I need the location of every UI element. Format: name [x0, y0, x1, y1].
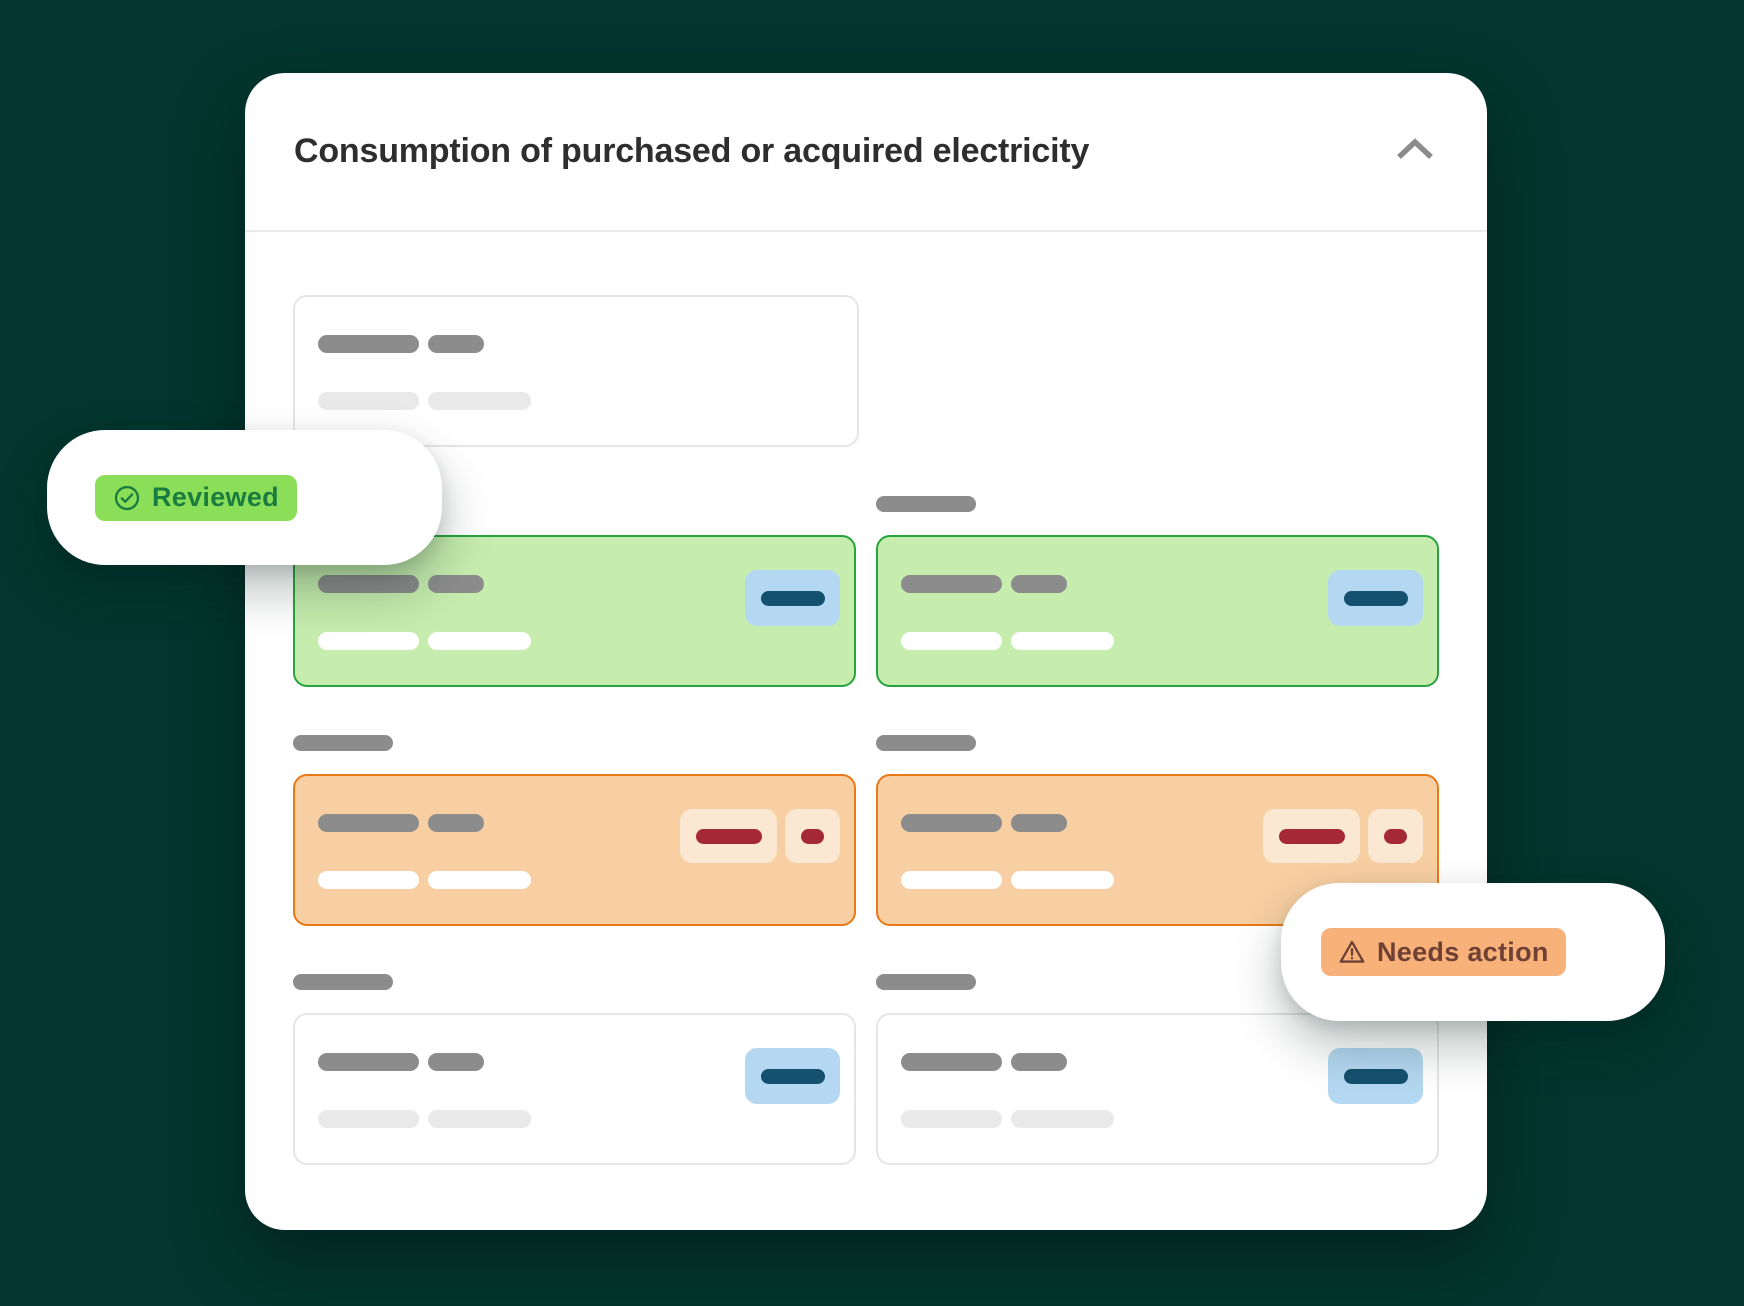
skeleton-value-row — [901, 871, 1421, 889]
reviewed-field-card[interactable] — [293, 535, 856, 687]
panel-header: Consumption of purchased or acquired ele… — [245, 73, 1487, 232]
skeleton-bar — [1011, 1053, 1067, 1071]
skeleton-title-row — [318, 1053, 838, 1071]
grid-cell-reviewed — [293, 496, 856, 687]
panel-body — [245, 232, 1487, 1213]
field-label-skeleton — [876, 496, 976, 512]
check-circle-icon — [113, 484, 141, 512]
skeleton-value-row — [318, 632, 838, 650]
skeleton-bar — [901, 814, 1002, 832]
card-chips — [680, 809, 840, 863]
skeleton-bar — [901, 632, 1002, 650]
card-chips — [1263, 809, 1423, 863]
card-chips — [1328, 1048, 1423, 1104]
summary-field-card[interactable] — [293, 295, 859, 447]
skeleton-title-row — [901, 1053, 1421, 1071]
skeleton-bar — [318, 335, 419, 353]
card-chips — [1328, 570, 1423, 626]
skeleton-title-row — [901, 575, 1421, 593]
default-field-card[interactable] — [293, 1013, 856, 1165]
field-label-skeleton — [293, 735, 393, 751]
skeleton-bar — [901, 575, 1002, 593]
skeleton-bar — [1011, 1110, 1114, 1128]
skeleton-bar — [901, 871, 1002, 889]
needs-action-field-card[interactable] — [293, 774, 856, 926]
skeleton-bar — [318, 575, 419, 593]
skeleton-bar — [318, 1110, 419, 1128]
skeleton-bar — [428, 335, 484, 353]
skeleton-bar — [318, 1053, 419, 1071]
grid-cell-needs-action — [293, 735, 856, 926]
alert-unit-chip — [1368, 809, 1423, 863]
field-label-skeleton — [293, 974, 393, 990]
alert-value-chip — [1263, 809, 1360, 863]
needs-action-status-tooltip: Needs action — [1281, 883, 1665, 1021]
skeleton-value-row — [901, 632, 1421, 650]
field-label-skeleton — [876, 735, 976, 751]
skeleton-bar — [1011, 632, 1114, 650]
skeleton-bar — [318, 392, 419, 410]
reviewed-status-badge: Reviewed — [95, 474, 297, 521]
skeleton-bar — [318, 632, 419, 650]
skeleton-bar — [428, 575, 484, 593]
skeleton-value-row — [318, 1110, 838, 1128]
skeleton-title-row — [318, 335, 841, 353]
info-value-chip — [745, 1048, 840, 1104]
cards-grid — [293, 496, 1439, 1213]
grid-cell-reviewed — [876, 496, 1439, 687]
info-value-chip — [1328, 570, 1423, 626]
electricity-consumption-panel: Consumption of purchased or acquired ele… — [245, 73, 1487, 1230]
skeleton-bar — [428, 871, 531, 889]
skeleton-title-row — [318, 814, 838, 832]
alert-chip-bar — [1278, 828, 1345, 844]
info-chip-bar — [1343, 1068, 1408, 1084]
chevron-up-icon — [1392, 136, 1438, 167]
reviewed-badge-label: Reviewed — [152, 482, 279, 512]
alert-chip-bar — [695, 828, 762, 844]
info-value-chip — [1328, 1048, 1423, 1104]
skeleton-bar — [428, 1110, 531, 1128]
skeleton-value-row — [901, 1110, 1421, 1128]
needs-action-status-badge: Needs action — [1321, 928, 1566, 976]
alert-unit-chip — [785, 809, 840, 863]
panel-title: Consumption of purchased or acquired ele… — [294, 132, 1090, 170]
skeleton-value-row — [318, 871, 838, 889]
skeleton-bar — [901, 1053, 1002, 1071]
card-chips — [745, 1048, 840, 1104]
skeleton-bar — [1011, 575, 1067, 593]
alert-chip-bar — [1384, 828, 1407, 844]
skeleton-value-row — [318, 392, 841, 410]
needs-action-badge-label: Needs action — [1377, 936, 1549, 967]
info-chip-bar — [760, 590, 825, 606]
alert-value-chip — [680, 809, 777, 863]
collapse-panel-button[interactable] — [1387, 130, 1443, 174]
grid-cell-default — [293, 974, 856, 1165]
alert-chip-bar — [801, 828, 824, 844]
skeleton-bar — [428, 814, 484, 832]
grid-cell-default — [876, 974, 1439, 1165]
info-value-chip — [745, 570, 840, 626]
skeleton-bar — [1011, 814, 1067, 832]
skeleton-title-row — [901, 814, 1421, 832]
skeleton-title-row — [318, 575, 838, 593]
field-label-skeleton — [876, 974, 976, 990]
default-field-card[interactable] — [876, 1013, 1439, 1165]
warning-triangle-icon — [1338, 938, 1366, 966]
skeleton-bar — [901, 1110, 1002, 1128]
reviewed-field-card[interactable] — [876, 535, 1439, 687]
skeleton-bar — [428, 1053, 484, 1071]
skeleton-bar — [428, 632, 531, 650]
info-chip-bar — [760, 1068, 825, 1084]
info-chip-bar — [1343, 590, 1408, 606]
card-chips — [745, 570, 840, 626]
skeleton-bar — [428, 392, 531, 410]
reviewed-status-tooltip: Reviewed — [47, 430, 442, 565]
skeleton-bar — [318, 814, 419, 832]
skeleton-bar — [1011, 871, 1114, 889]
skeleton-bar — [318, 871, 419, 889]
